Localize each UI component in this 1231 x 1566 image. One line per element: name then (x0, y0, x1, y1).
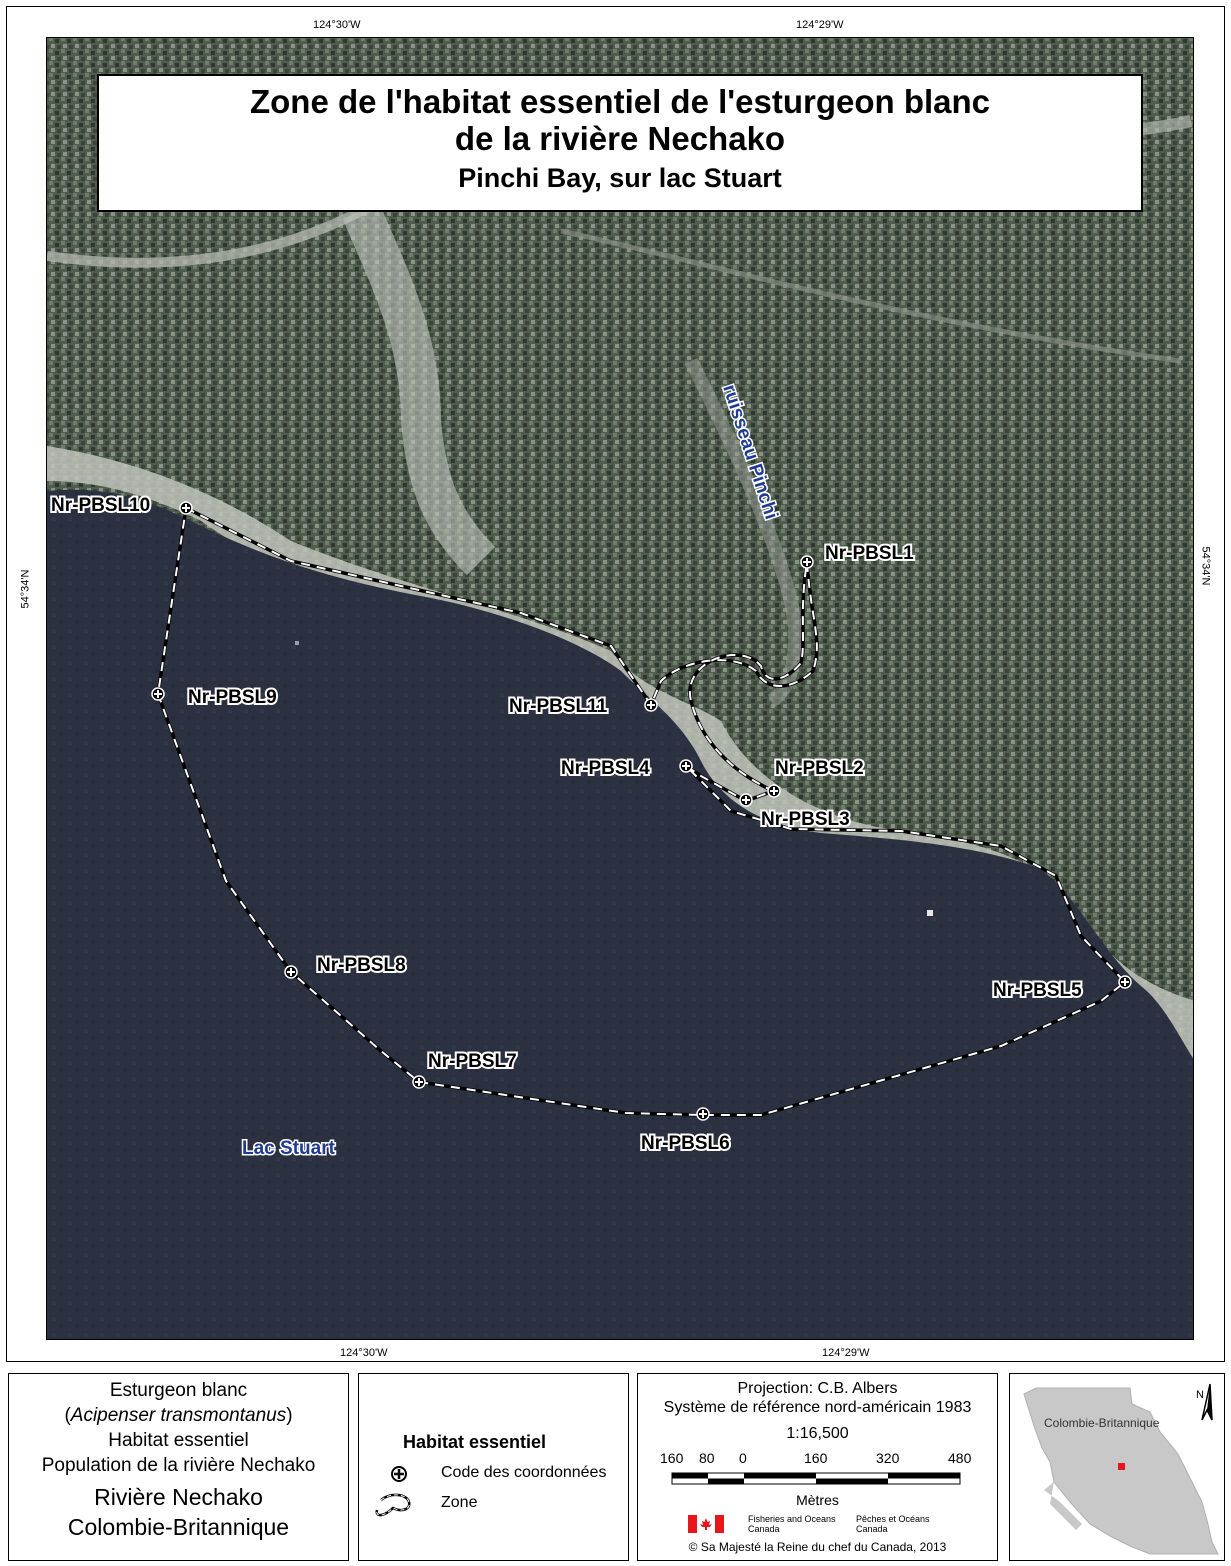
point-label-11: Nr-PBSL11 (509, 696, 608, 717)
point-label-3: Nr-PBSL3 (761, 809, 850, 830)
scale-tick: 160 (660, 1450, 684, 1466)
coordinate-marker-6[interactable] (696, 1107, 710, 1121)
paren-close: ) (286, 1405, 293, 1426)
copyright-text: © Sa Majesté la Reine du chef du Canada,… (688, 1540, 947, 1554)
map-frame (6, 6, 1225, 1362)
scale-ratio: 1:16,500 (786, 1425, 849, 1442)
scientific-name: Acipenser transmontanus (70, 1405, 287, 1426)
point-label-10: Nr-PBSL10 (51, 495, 150, 516)
road-track (560, 228, 1182, 364)
population-name: Population de la rivière Nechako (41, 1455, 316, 1476)
datum-text: Système de référence nord-américain 1983 (663, 1399, 972, 1416)
legend-item-zone-label: Zone (441, 1494, 478, 1511)
legend-item-coordinate-label: Code des coordonnées (441, 1464, 607, 1481)
species-info-panel: Esturgeon blanc (Acipenser transmontanus… (8, 1373, 349, 1561)
zone-symbol-icon (375, 1493, 411, 1517)
scale-units: Mètres (796, 1492, 839, 1508)
scale-tick: 160 (804, 1450, 828, 1466)
scale-ticks: 160 80 0 160 320 480 (656, 1450, 986, 1468)
point-label-6: Nr-PBSL6 (641, 1133, 730, 1154)
graticule-left: 54°34'N (19, 569, 32, 609)
coordinate-marker-9[interactable] (151, 687, 165, 701)
rock-marker (927, 910, 933, 916)
north-arrow-icon: N (1196, 1383, 1213, 1421)
dfo-french-line1: Pêches et Océans (856, 1514, 930, 1524)
coastline-islands (1044, 1482, 1082, 1530)
coordinate-marker-8[interactable] (284, 965, 298, 979)
point-label-4: Nr-PBSL4 (561, 758, 650, 779)
lake-water (47, 489, 1193, 1339)
coordinate-marker-11[interactable] (644, 698, 658, 712)
map-canvas[interactable]: Nr-PBSL1 Nr-PBSL2 Nr-PBSL3 Nr-PBSL4 Nr-P… (46, 37, 1194, 1340)
stream-channel (684, 357, 802, 708)
province-name: Colombie-Britannique (67, 1514, 290, 1540)
map-title-line1: Zone de l'habitat essentiel de l'esturge… (249, 83, 991, 120)
point-label-9: Nr-PBSL9 (188, 687, 277, 708)
map-svg: Nr-PBSL1 Nr-PBSL2 Nr-PBSL3 Nr-PBSL4 Nr-P… (47, 38, 1193, 1339)
svg-text:N: N (1196, 1389, 1204, 1401)
coordinate-marker-7[interactable] (412, 1075, 426, 1089)
map-subtitle: Pinchi Bay, sur lac Stuart (458, 163, 782, 193)
dfo-english-line2: Canada (748, 1524, 780, 1534)
scale-tick: 80 (699, 1450, 715, 1466)
canada-flag-icon (688, 1515, 724, 1538)
inset-map (1023, 1387, 1219, 1555)
graticule-bottom-right: 124°29'W (822, 1347, 870, 1359)
point-label-7: Nr-PBSL7 (428, 1051, 517, 1072)
scale-tick: 0 (739, 1450, 747, 1466)
graticule-top-right: 124°29'W (796, 19, 844, 31)
scale-tick: 320 (876, 1450, 900, 1466)
coordinate-marker-10[interactable] (179, 501, 193, 515)
inset-panel: Colombie-Britannique N (1009, 1373, 1225, 1561)
road-track (342, 203, 496, 576)
coordinate-marker-4[interactable] (679, 759, 693, 773)
legend-panel: Habitat essentiel Code des coordonnées Z… (358, 1373, 629, 1561)
dfo-english: Fisheries and Oceans Canada (748, 1514, 836, 1534)
graticule-right: 54°34'N (1199, 546, 1212, 586)
point-label-5: Nr-PBSL5 (993, 980, 1082, 1001)
point-label-2: Nr-PBSL2 (775, 758, 864, 779)
projection-text: Projection: C.B. Albers (737, 1380, 898, 1397)
inset-province-label: Colombie-Britannique (1044, 1416, 1160, 1430)
coordinate-symbol-icon (391, 1466, 407, 1482)
point-label-1: Nr-PBSL1 (825, 543, 914, 564)
lake-label: Lac Stuart (242, 1138, 336, 1159)
habitat-zone-dash (156, 506, 1127, 1116)
map-title-box: Zone de l'habitat essentiel de l'esturge… (97, 74, 1143, 212)
projection-panel: Projection: C.B. Albers Système de référ… (637, 1373, 998, 1561)
scale-bar-graphic (671, 1472, 961, 1485)
graticule-bottom-left: 124°30'W (340, 1347, 388, 1359)
canada-flag-graphic (688, 1515, 724, 1533)
legend-title: Habitat essentiel (403, 1432, 547, 1452)
rock-marker (295, 641, 299, 645)
coordinate-marker-2[interactable] (767, 784, 781, 798)
dfo-french: Pêches et Océans Canada (856, 1514, 930, 1534)
map-title-line2: de la rivière Nechako (454, 120, 786, 157)
coordinate-marker-1[interactable] (800, 555, 814, 569)
species-name: Esturgeon blanc (109, 1380, 248, 1401)
coordinate-marker-5[interactable] (1118, 975, 1132, 989)
scale-tick: 480 (948, 1450, 972, 1466)
scientific-name-line: (Acipenser transmontanus) (9, 1403, 348, 1428)
bc-province-shape (1023, 1387, 1219, 1555)
graticule-top-left: 124°30'W (313, 19, 361, 31)
study-area-marker (1118, 1463, 1125, 1470)
dfo-french-line2: Canada (856, 1524, 888, 1534)
habitat-heading: Habitat essentiel (108, 1430, 249, 1451)
coordinate-marker-3[interactable] (739, 793, 753, 807)
river-name: Rivière Nechako (94, 1484, 263, 1510)
coordinate-markers (151, 501, 1132, 1121)
point-label-8: Nr-PBSL8 (317, 955, 406, 976)
paren-open: ( (64, 1405, 71, 1426)
dfo-english-line1: Fisheries and Oceans (748, 1514, 836, 1524)
